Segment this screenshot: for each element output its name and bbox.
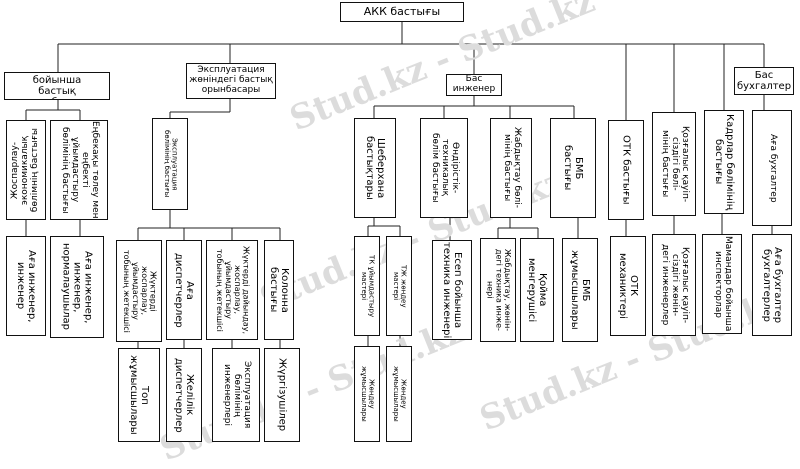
staff-hr-inspectors: Мамандар бойынша инспекторлар	[702, 234, 742, 334]
staff-econ-engineers-label: Аға инженер, инженер	[15, 249, 37, 323]
staff-acc-staff: Аға бухгалтер бухгалтерлер	[752, 234, 792, 336]
worker-repair-2: Жөндеу жұмысшылары	[386, 346, 412, 442]
head-safety: Қозғалыс қауіп- сіздігі бөлі- мінің баст…	[652, 112, 696, 216]
head-workshop-label: Шеберхана бастықтары	[364, 136, 386, 200]
deputy-eng-label: Бас инженер	[452, 74, 496, 94]
staff-supply-dept-label: Жабдықтау, жөнін- дегі техника инже- нер…	[485, 248, 513, 332]
staff-labor-norm: Аға инженер, инженер, нормалаушылар	[50, 236, 104, 338]
worker-expl-engineers-label: Эксплуатация бөлімінің инженерлері	[222, 361, 252, 429]
deputy-eng: Бас инженер	[446, 74, 502, 96]
worker-repair-1: Жөндеу жұмысшылары	[354, 346, 380, 442]
head-acc-senior-label: Аға бухгалтер	[767, 133, 778, 203]
head-supply: Жабдықтау бөлі- мінің бастығы	[490, 118, 532, 218]
staff-ops-group-head-label: Жүктерді дайындау, жоспарлау, ұйымдастыр…	[215, 245, 251, 335]
staff-tk-master-label: ТЖ жөндеу мастері	[392, 264, 408, 308]
head-safety-label: Қозғалыс қауіп- сіздігі бөлі- мінің баст…	[660, 125, 690, 203]
staff-bmb-workers-label: БМБ жұмысшылары	[569, 250, 591, 330]
deputy-econ: Экономика бойынша бастық орынбасары	[4, 72, 110, 100]
staff-econ-engineers: Аға инженер, инженер	[6, 236, 46, 336]
staff-bmb-workers: БМБ жұмысшылары	[562, 238, 598, 342]
staff-supply-dept: Жабдықтау, жөнін- дегі техника инже- нер…	[480, 238, 516, 342]
staff-accounting-engineer-label: Есеп бойынша техника инженері	[441, 241, 463, 339]
staff-safety-engineers: Қозғалыс қауіп- сіздігі жөнін- дегі инже…	[652, 234, 696, 336]
deputy-acc-label: Бас бухгалтер	[736, 70, 792, 92]
staff-safety-engineers-label: Қозғалыс қауіп- сіздігі жөнін- дегі инже…	[660, 244, 690, 326]
deputy-expl: Эксплуатация жөніндегі бастық орынбасары	[186, 63, 276, 99]
worker-drivers: Жүргізушілер	[264, 348, 300, 442]
head-bmb-label: БМБ бастығы	[562, 145, 584, 191]
head-expl-dept-label: Эксплуатация бөлімінің бастығы	[163, 130, 179, 198]
staff-dispatch-head: Жүктерді жоспарлау, ұйымдастыру тобының …	[116, 240, 162, 342]
worker-top-workers: Топ жұмысшылары	[118, 348, 160, 442]
head-workshop: Шеберхана бастықтары	[354, 118, 396, 218]
worker-dispatchers: Желілік диспетчерлер	[166, 348, 202, 442]
staff-tk-head-label: ТК ұйымдастыру мастері	[360, 254, 376, 318]
head-econ-plan: Жоспарлау- экономикалық бөлімнің бастығы	[6, 120, 46, 220]
staff-otk-mechanic-label: ОТК механиктері	[617, 253, 639, 319]
head-econ-plan-label: Жоспарлау- экономикалық бөлімнің бастығы	[10, 127, 40, 213]
worker-repair-1-label: Жөндеу жұмысшылары	[360, 366, 376, 422]
worker-repair-2-label: Жөндеу жұмысшылары	[392, 366, 408, 422]
staff-senior-dispatch: Аға диспетчерлер	[166, 240, 202, 340]
worker-dispatchers-label: Желілік диспетчерлер	[173, 357, 195, 433]
root-box: АКК бастығы	[340, 2, 464, 22]
head-expl-dept: Эксплуатация бөлімінің бастығы	[152, 118, 188, 210]
staff-hr-inspectors-label: Мамандар бойынша инспекторлар	[713, 236, 733, 332]
staff-acc-staff-label: Аға бухгалтер бухгалтерлер	[761, 246, 783, 324]
head-prod-tech: Өндірістік- техникалық бөлім бастығы	[420, 118, 468, 218]
staff-storage-label: Қойма менгерушісі	[526, 257, 548, 323]
staff-dispatch-head-label: Жүктерді жоспарлау, ұйымдастыру тобының …	[122, 249, 158, 333]
staff-accounting-engineer: Есеп бойынша техника инженері	[432, 240, 472, 340]
staff-tk-head: ТК ұйымдастыру мастері	[354, 236, 380, 336]
head-bmb: БМБ бастығы	[550, 118, 596, 218]
root-label: АКК бастығы	[363, 4, 441, 18]
head-acc-senior: Аға бухгалтер	[752, 110, 792, 226]
worker-drivers-label: Жүргізушілер	[276, 358, 288, 432]
head-econ-labor-label: Еңбекақы төлеу мен еңбекті ұйымдастыру б…	[60, 121, 100, 219]
staff-otk-mechanic: ОТК механиктері	[610, 236, 646, 336]
staff-column-head-label: Колонна бастығы	[268, 267, 290, 313]
deputy-acc: Бас бухгалтер	[734, 67, 794, 95]
worker-top-workers-label: Топ жұмысшылары	[128, 355, 150, 435]
staff-storage: Қойма менгерушісі	[520, 238, 554, 342]
head-otk: ОТК бастығы	[608, 120, 644, 220]
head-prod-tech-label: Өндірістік- техникалық бөлім бастығы	[430, 133, 460, 203]
head-otk-label: ОТК бастығы	[620, 135, 632, 205]
staff-ops-group-head: Жүктерді дайындау, жоспарлау, ұйымдастыр…	[206, 240, 258, 340]
staff-senior-dispatch-label: Аға диспетчерлер	[173, 252, 195, 328]
head-hr-label: Кадрлар бөлімінің бастығы	[713, 113, 735, 211]
org-chart-connectors	[25, 22, 773, 348]
worker-expl-engineers: Эксплуатация бөлімінің инженерлері	[212, 348, 260, 442]
head-econ-labor: Еңбекақы төлеу мен еңбекті ұйымдастыру б…	[50, 120, 108, 220]
head-hr: Кадрлар бөлімінің бастығы	[704, 110, 744, 214]
head-supply-label: Жабдықтау бөлі- мінің бастығы	[502, 127, 522, 209]
deputy-econ-label: Экономика бойынша бастық орынбасары	[24, 73, 89, 99]
staff-tk-master: ТЖ жөндеу мастері	[386, 236, 412, 336]
staff-column-head: Колонна бастығы	[264, 240, 294, 340]
deputy-expl-label: Эксплуатация жөніндегі бастық орынбасары	[189, 65, 273, 95]
staff-labor-norm-label: Аға инженер, инженер, нормалаушылар	[60, 243, 94, 331]
